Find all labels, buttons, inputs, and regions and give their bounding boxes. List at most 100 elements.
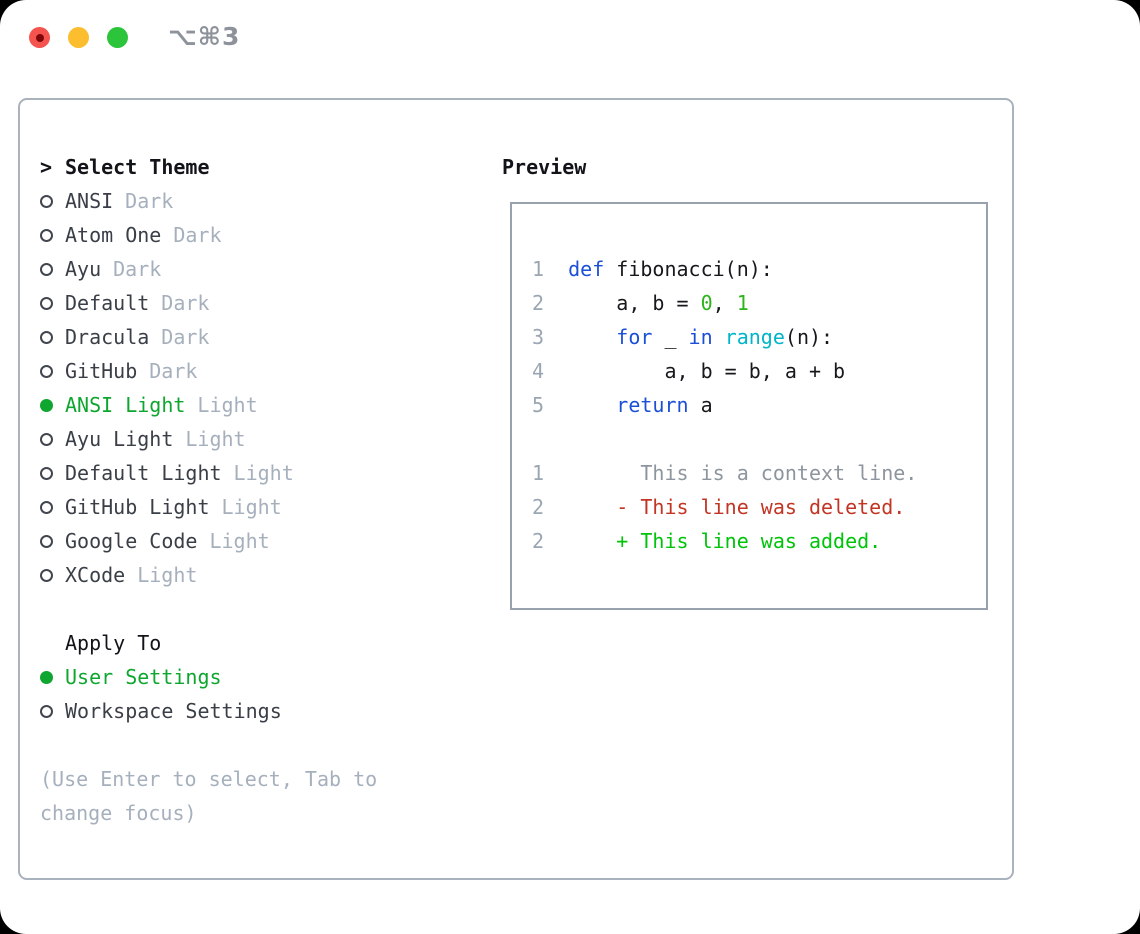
code-token: return bbox=[616, 393, 689, 417]
theme-option[interactable]: GitHub Light Light bbox=[40, 490, 377, 524]
close-button[interactable] bbox=[29, 27, 50, 48]
theme-variant: Dark bbox=[149, 359, 198, 383]
radio-icon bbox=[40, 500, 53, 514]
theme-variant: Light bbox=[137, 563, 198, 587]
line-number: 5 bbox=[532, 393, 545, 417]
theme-variant: Light bbox=[197, 393, 258, 417]
theme-name: Default Light bbox=[65, 461, 222, 485]
apply-to-header: Apply To bbox=[40, 626, 377, 660]
code-token: fibonacci(n): bbox=[604, 257, 773, 281]
line-number: 1 bbox=[532, 461, 545, 485]
radio-icon bbox=[40, 364, 53, 378]
spacer bbox=[40, 728, 377, 762]
radio-icon bbox=[40, 432, 53, 446]
code-token bbox=[713, 325, 725, 349]
code-token: (n): bbox=[784, 325, 834, 349]
code-token: _ bbox=[652, 325, 689, 349]
apply-option[interactable]: User Settings bbox=[40, 660, 377, 694]
radio-icon bbox=[40, 262, 53, 276]
code-line: 4 a, b = b, a + b bbox=[532, 354, 986, 388]
code-token: 0 bbox=[700, 291, 713, 315]
theme-name: XCode bbox=[65, 563, 126, 587]
theme-name: GitHub bbox=[65, 359, 138, 383]
radio-icon bbox=[40, 704, 53, 718]
line-number: 2 bbox=[532, 291, 545, 315]
theme-name: ANSI Light bbox=[65, 393, 186, 417]
code-line: 5 return a bbox=[532, 388, 986, 422]
preview-header: Preview bbox=[502, 155, 587, 179]
select-theme-label: Select Theme bbox=[65, 155, 210, 179]
theme-variant: Light bbox=[221, 495, 282, 519]
code-line: 3 for _ in range(n): bbox=[532, 320, 986, 354]
code-token: a bbox=[688, 393, 713, 417]
theme-variant: Dark bbox=[173, 223, 222, 247]
code-line bbox=[532, 422, 986, 456]
code-token: , bbox=[712, 291, 737, 315]
radio-selected-icon bbox=[40, 398, 53, 412]
title-bar: ⌥⌘3 bbox=[0, 0, 1140, 76]
radio-selected-icon bbox=[40, 670, 53, 684]
theme-variant: Dark bbox=[113, 257, 162, 281]
code-token: for bbox=[616, 325, 653, 349]
radio-icon bbox=[40, 228, 53, 242]
radio-icon bbox=[40, 466, 53, 480]
theme-option[interactable]: Atom One Dark bbox=[40, 218, 377, 252]
code-token: This is a context line. bbox=[568, 461, 918, 485]
theme-option[interactable]: Default Light Light bbox=[40, 456, 377, 490]
theme-option[interactable]: XCode Light bbox=[40, 558, 377, 592]
code-token: - This line was deleted. bbox=[568, 495, 906, 519]
theme-variant: Light bbox=[209, 529, 270, 553]
theme-option[interactable]: ANSI Light Light bbox=[40, 388, 377, 422]
code-token: in bbox=[688, 325, 713, 349]
code-token: 1 bbox=[736, 291, 749, 315]
theme-variant: Dark bbox=[161, 291, 210, 315]
code-token: a, b = bbox=[568, 291, 701, 315]
close-dot-icon bbox=[35, 33, 44, 42]
theme-option[interactable]: Default Dark bbox=[40, 286, 377, 320]
theme-name: Ayu bbox=[65, 257, 102, 281]
minimize-button[interactable] bbox=[68, 27, 89, 48]
traffic-lights bbox=[29, 27, 128, 48]
theme-variant: Dark bbox=[161, 325, 210, 349]
radio-icon bbox=[40, 330, 53, 344]
apply-to-label: Apply To bbox=[65, 631, 162, 655]
code-token: range bbox=[724, 325, 785, 349]
theme-name: Atom One bbox=[65, 223, 162, 247]
theme-name: Ayu Light bbox=[65, 427, 174, 451]
code-token bbox=[568, 325, 616, 349]
apply-option[interactable]: Workspace Settings bbox=[40, 694, 377, 728]
code-line: 2 + This line was added. bbox=[532, 524, 986, 558]
radio-icon bbox=[40, 194, 53, 208]
line-number: 3 bbox=[532, 325, 545, 349]
theme-variant: Light bbox=[233, 461, 294, 485]
spacer bbox=[40, 592, 377, 626]
theme-name: GitHub Light bbox=[65, 495, 210, 519]
zoom-button[interactable] bbox=[107, 27, 128, 48]
theme-option[interactable]: Ayu Dark bbox=[40, 252, 377, 286]
theme-variant: Dark bbox=[125, 189, 174, 213]
theme-name: Default bbox=[65, 291, 150, 315]
code-token: def bbox=[568, 257, 605, 281]
window-title: ⌥⌘3 bbox=[168, 22, 241, 51]
code-line: 1 This is a context line. bbox=[532, 456, 986, 490]
theme-option[interactable]: GitHub Dark bbox=[40, 354, 377, 388]
line-number: 4 bbox=[532, 359, 545, 383]
help-text-line-1: (Use Enter to select, Tab to bbox=[40, 767, 378, 791]
code-line: 2 - This line was deleted. bbox=[532, 490, 986, 524]
code-token: a, b = b, a + b bbox=[568, 359, 846, 383]
apply-option-label: User Settings bbox=[65, 665, 222, 689]
select-theme-header: > Select Theme bbox=[40, 150, 377, 184]
line-number: 2 bbox=[532, 529, 545, 553]
